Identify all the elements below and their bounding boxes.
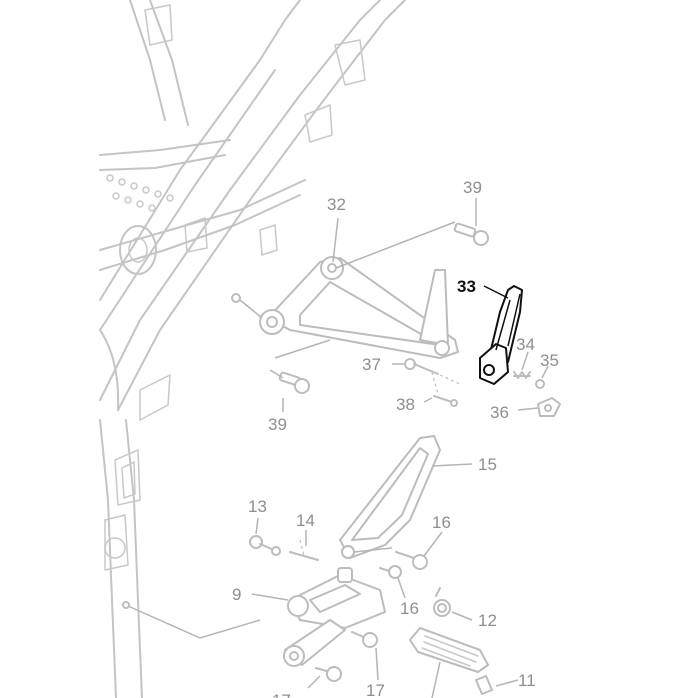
plate-36 <box>537 397 561 417</box>
footpeg-11 <box>409 627 493 698</box>
cotter-pin-38 <box>431 371 458 407</box>
bolt-17-b <box>351 631 378 648</box>
heel-guard-15 <box>339 435 441 559</box>
label-35: 35 <box>540 351 559 370</box>
label-39-top: 39 <box>463 178 482 197</box>
spring-12 <box>433 587 451 617</box>
label-13: 13 <box>248 497 267 516</box>
label-34: 34 <box>516 335 535 354</box>
label-38: 38 <box>396 395 415 414</box>
cotter-pin-14 <box>289 539 319 561</box>
pin-37 <box>404 358 463 386</box>
label-39-bottom: 39 <box>268 415 287 434</box>
label-15: 15 <box>478 455 497 474</box>
label-12: 12 <box>478 611 497 630</box>
bolt-16-lower <box>379 565 402 579</box>
pin-13 <box>249 535 281 556</box>
label-14: 14 <box>296 511 315 530</box>
label-11: 11 <box>518 671 536 690</box>
label-36: 36 <box>490 403 509 422</box>
motorcycle-frame <box>99 0 406 698</box>
label-37: 37 <box>362 355 381 374</box>
label-32: 32 <box>327 195 346 214</box>
label-9: 9 <box>232 585 241 604</box>
rear-footrest-33 <box>479 285 523 385</box>
rear-footrest-bracket-32 <box>259 256 459 359</box>
bolt-39-bottom <box>278 371 310 394</box>
footrest-bracket-9 <box>283 567 386 667</box>
label-17-left: 17 <box>272 691 291 698</box>
ball-35 <box>535 379 545 389</box>
spring-34 <box>513 371 531 379</box>
label-16-lower: 16 <box>400 599 419 618</box>
bolt-39-top <box>453 222 489 246</box>
label-17-right: 17 <box>366 681 385 698</box>
bolt-16-upper <box>395 551 428 570</box>
label-33: 33 <box>457 277 476 296</box>
part-labels: 39 32 33 34 35 37 38 36 39 15 13 14 16 1… <box>232 178 559 698</box>
bolt-17-a <box>315 666 342 682</box>
label-16-upper: 16 <box>432 513 451 532</box>
